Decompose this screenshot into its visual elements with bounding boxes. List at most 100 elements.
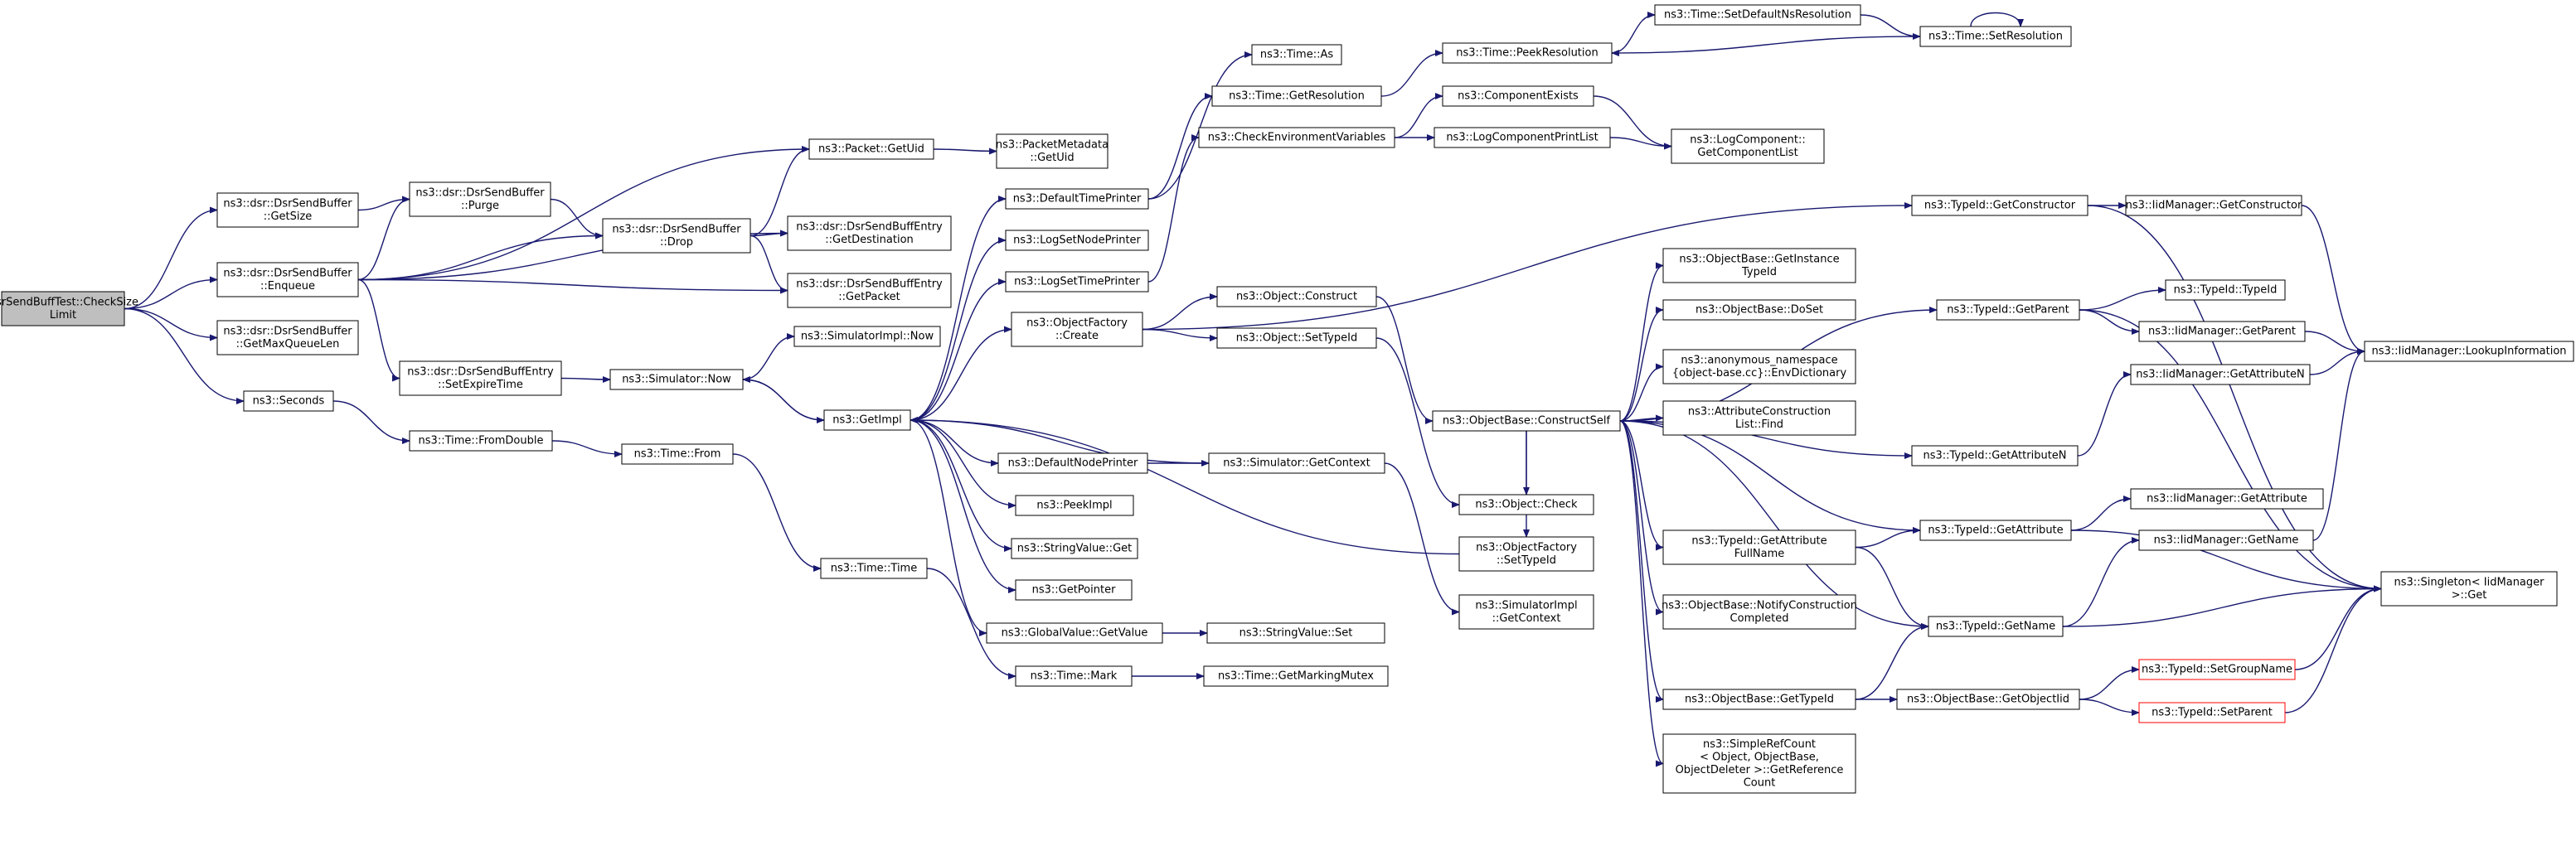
node-box	[1211, 85, 1382, 107]
graph-node-n31[interactable]: ns3::Object::Construct	[1216, 286, 1377, 307]
call-edge	[2309, 348, 2365, 375]
graph-node-n47[interactable]: ns3::anonymous_namespace{object-base.cc}…	[1662, 349, 1856, 384]
graph-node-n65[interactable]: ns3::IidManager::GetName	[2138, 529, 2314, 551]
graph-node-n35[interactable]: ns3::Time::GetMarkingMutex	[1203, 665, 1389, 687]
node-label: ::GetMaxQueueLen	[236, 338, 340, 351]
graph-node-n61[interactable]: ns3::TypeId::TypeId	[2165, 279, 2286, 301]
graph-node-n62[interactable]: ns3::IidManager::GetParent	[2138, 321, 2306, 342]
graph-node-n19[interactable]: ns3::LogSetNodePrinter	[1005, 230, 1149, 251]
graph-node-n44[interactable]: ns3::LogComponent::GetComponentList	[1671, 128, 1825, 164]
node-label: ns3::Seconds	[253, 395, 325, 408]
node-label: ns3::ObjectBase::GetObjectIid	[1907, 694, 2069, 706]
node-box	[2165, 279, 2286, 301]
graph-node-n33[interactable]: ns3::Simulator::GetContext	[1208, 452, 1385, 474]
graph-node-n50[interactable]: ns3::ObjectBase::NotifyConstructionCompl…	[1662, 594, 1857, 630]
node-label: ns3::Simulator::GetContext	[1223, 457, 1370, 470]
graph-node-n55[interactable]: ns3::TypeId::GetParent	[1936, 299, 2080, 321]
call-edge	[1593, 95, 1672, 150]
graph-node-n34[interactable]: ns3::StringValue::Set	[1206, 622, 1385, 644]
node-label: ns3::dsr::DsrSendBuffer	[415, 186, 545, 199]
node-box	[1911, 445, 2079, 467]
graph-node-n64[interactable]: ns3::IidManager::GetAttribute	[2130, 488, 2324, 510]
node-box	[1216, 327, 1377, 349]
graph-node-n25[interactable]: ns3::GetPointer	[1015, 579, 1133, 601]
node-label: ns3::IidManager::GetAttribute	[2147, 493, 2307, 505]
node-box	[409, 181, 551, 217]
graph-node-n53[interactable]: ns3::Time::SetResolution	[1919, 26, 2072, 47]
graph-node-n63[interactable]: ns3::IidManager::GetAttributeN	[2130, 364, 2311, 385]
graph-node-n37[interactable]: ns3::ComponentExists	[1442, 85, 1594, 107]
graph-node-n13[interactable]: ns3::dsr::DsrSendBuffEntry::GetDestinati…	[787, 215, 952, 251]
graph-node-n18[interactable]: ns3::DefaultTimePrinter	[1005, 188, 1149, 210]
graph-node-n17[interactable]: ns3::PacketMetadata::GetUid	[996, 133, 1109, 169]
graph-node-n46[interactable]: ns3::ObjectBase::DoSet	[1662, 299, 1856, 321]
graph-node-n38[interactable]: ns3::LogComponentPrintList	[1434, 127, 1611, 148]
call-edge	[926, 568, 1016, 679]
call-edge	[2079, 309, 2382, 592]
graph-node-n30[interactable]: ns3::CheckEnvironmentVariables	[1198, 127, 1395, 148]
graph-node-n14[interactable]: ns3::dsr::DsrSendBuffEntry::GetPacket	[787, 273, 952, 308]
graph-node-n54[interactable]: ns3::TypeId::GetConstructor	[1911, 195, 2088, 216]
graph-node-n28[interactable]: ns3::Time::As	[1251, 44, 1342, 65]
node-label: ns3::Object::Construct	[1236, 291, 1357, 303]
graph-node-n16[interactable]: ns3::GetImpl	[823, 409, 911, 431]
graph-node-n42[interactable]: ns3::SimulatorImpl::GetContext	[1458, 594, 1594, 630]
graph-node-n66[interactable]: ns3::TypeId::SetGroupName	[2138, 659, 2296, 680]
node-box	[1208, 452, 1385, 474]
call-edge	[2079, 287, 2166, 311]
graph-node-n23[interactable]: ns3::PeekImpl	[1015, 495, 1134, 516]
graph-node-n9[interactable]: ns3::Simulator::Now	[609, 369, 744, 390]
graph-node-n12[interactable]: ns3::Packet::GetUid	[808, 138, 934, 160]
graph-node-n27[interactable]: ns3::Time::Mark	[1015, 665, 1133, 687]
graph-node-n15[interactable]: ns3::SimulatorImpl::Now	[793, 326, 941, 347]
graph-node-n7[interactable]: ns3::Time::FromDouble	[409, 430, 553, 452]
node-label: ns3::ObjectFactory	[1476, 541, 1577, 554]
node-box	[820, 558, 928, 579]
node-box	[1442, 42, 1613, 64]
graph-node-n6[interactable]: ns3::dsr::DsrSendBuffEntry::SetExpireTim…	[399, 360, 562, 396]
graph-node-n43[interactable]: ns3::Time::SetDefaultNsResolution	[1654, 4, 1861, 26]
graph-node-n41[interactable]: ns3::ObjectFactory::SetTypeId	[1458, 536, 1594, 572]
node-label: ::Purge	[461, 200, 499, 212]
graph-node-n51[interactable]: ns3::ObjectBase::GetTypeId	[1662, 689, 1856, 710]
graph-node-n69[interactable]: ns3::Singleton< IidManager>::Get	[2380, 571, 2558, 607]
graph-node-n56[interactable]: ns3::TypeId::GetAttributeN	[1911, 445, 2079, 467]
graph-node-n3[interactable]: ns3::dsr::DsrSendBuffer::GetMaxQueueLen	[216, 320, 359, 355]
graph-node-n5[interactable]: ns3::dsr::DsrSendBuffer::Purge	[409, 181, 551, 217]
node-label: ns3::PeekImpl	[1036, 500, 1112, 512]
node-label: ns3::LogSetNodePrinter	[1013, 235, 1141, 247]
graph-node-n1[interactable]: ns3::dsr::DsrSendBuffer::GetSize	[216, 192, 359, 228]
graph-node-n39[interactable]: ns3::ObjectBase::ConstructSelf	[1432, 410, 1621, 432]
node-label: ::Create	[1055, 330, 1099, 342]
graph-node-n21[interactable]: ns3::ObjectFactory::Create	[1011, 312, 1143, 347]
graph-node-n11[interactable]: ns3::Time::Time	[820, 558, 928, 579]
graph-node-n8[interactable]: ns3::dsr::DsrSendBuffer::Drop	[602, 218, 751, 254]
graph-node-n24[interactable]: ns3::StringValue::Get	[1011, 538, 1138, 559]
graph-node-n10[interactable]: ns3::Time::From	[621, 443, 734, 465]
node-box	[1662, 349, 1856, 384]
graph-node-n67[interactable]: ns3::TypeId::SetParent	[2138, 702, 2286, 723]
node-box	[1251, 44, 1342, 65]
graph-node-n36[interactable]: ns3::Time::PeekResolution	[1442, 42, 1613, 64]
graph-node-n26[interactable]: ns3::GlobalValue::GetValue	[986, 622, 1163, 644]
node-label: >::Get	[2452, 589, 2487, 602]
call-edge	[2087, 205, 2382, 592]
graph-node-n52[interactable]: ns3::SimpleRefCount< Object, ObjectBase,…	[1662, 733, 1856, 794]
call-edge	[2079, 699, 2140, 716]
graph-node-n68[interactable]: ns3::IidManager::LookupInformation	[2364, 341, 2574, 362]
graph-node-n4[interactable]: ns3::Seconds	[243, 390, 334, 412]
graph-node-n2[interactable]: ns3::dsr::DsrSendBuffer::Enqueue	[216, 262, 359, 297]
graph-node-n20[interactable]: ns3::LogSetTimePrinter	[1005, 271, 1149, 293]
graph-node-n58[interactable]: ns3::TypeId::GetName	[1928, 616, 2064, 637]
graph-node-n22[interactable]: ns3::DefaultNodePrinter	[997, 452, 1148, 474]
graph-node-n32[interactable]: ns3::Object::SetTypeId	[1216, 327, 1377, 349]
graph-node-n59[interactable]: ns3::ObjectBase::GetObjectIid	[1896, 689, 2080, 710]
graph-node-n57[interactable]: ns3::TypeId::GetAttribute	[1919, 520, 2072, 541]
graph-node-n40[interactable]: ns3::Object::Check	[1458, 494, 1594, 515]
graph-node-n29[interactable]: ns3::Time::GetResolution	[1211, 85, 1382, 107]
graph-node-n60[interactable]: ns3::IidManager::GetConstructor	[2125, 195, 2302, 216]
